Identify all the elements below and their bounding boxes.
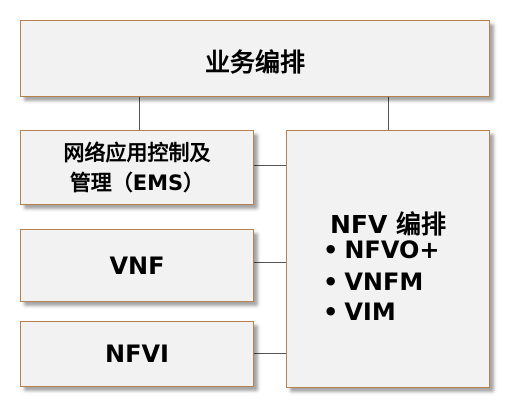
bullet-icon: • [323,236,339,264]
nfvo-label: NFVO+ [344,236,440,264]
nfvi-box: NFVI [20,321,254,387]
vnf-label: VNF [109,252,165,280]
ems-box: 网络应用控制及 管理（EMS） [20,130,254,205]
connector-top-right [388,97,389,130]
ems-label-line2: 管理（EMS） [69,171,205,195]
connector-top-left [139,97,140,130]
vim-label: VIM [344,298,396,326]
connector-ems-nfv [254,165,286,166]
nfv-orchestration-title: NFV 编排 [329,210,447,239]
bullet-icon: • [323,298,339,326]
vnf-box: VNF [20,229,254,302]
ems-label-line1: 网络应用控制及 [63,141,211,165]
vnfm-label: VNFM [344,268,424,296]
connector-nfvi-nfv [254,353,286,354]
vnfm-item: •VNFM [323,268,423,296]
connector-vnf-nfv [254,262,286,263]
nfvi-label: NFVI [105,340,169,368]
bullet-icon: • [323,268,339,296]
service-orchestration-label: 业务编排 [204,48,305,77]
vim-item: •VIM [323,298,396,326]
nfv-orchestration-box: NFV 编排 •NFVO+ •VNFM •VIM [286,130,490,388]
service-orchestration-box: 业务编排 [20,20,490,97]
nfvo-item: •NFVO+ [323,236,440,264]
